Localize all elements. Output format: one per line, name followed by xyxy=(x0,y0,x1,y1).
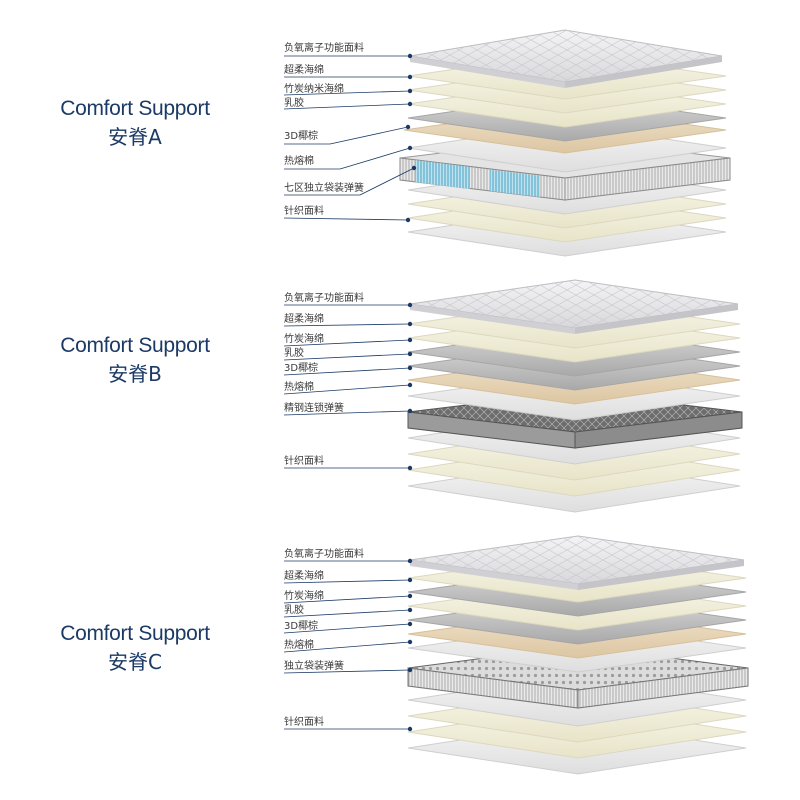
leader-dot xyxy=(408,640,412,644)
layer-stack-b xyxy=(408,280,742,512)
leader-dot xyxy=(408,102,412,106)
leader-dot xyxy=(408,383,412,387)
leader-dot xyxy=(408,668,412,672)
leader-dot xyxy=(408,352,412,356)
leader-dot xyxy=(408,366,412,370)
leader-line xyxy=(284,580,410,583)
layer-stack-a xyxy=(400,30,730,256)
leader-dot xyxy=(408,727,412,731)
leader-line xyxy=(284,340,410,346)
leader-dot xyxy=(408,594,412,598)
leader-dot xyxy=(408,146,412,150)
leader-dot xyxy=(408,338,412,342)
leader-dot xyxy=(412,166,416,170)
leader-line xyxy=(284,368,410,375)
leader-dot xyxy=(406,218,410,222)
leader-dot xyxy=(408,622,412,626)
leader-line xyxy=(284,91,410,95)
leader-dot xyxy=(408,322,412,326)
leader-line xyxy=(284,670,410,673)
leader-lines xyxy=(284,54,416,731)
leader-line xyxy=(284,218,408,220)
leader-dot xyxy=(408,608,412,612)
leader-line xyxy=(284,354,410,360)
leader-dot xyxy=(406,125,410,129)
leader-dot xyxy=(408,409,412,413)
leader-line xyxy=(284,642,410,652)
leader-dot xyxy=(408,75,412,79)
leader-line xyxy=(284,411,410,415)
leader-dot xyxy=(408,89,412,93)
leader-line xyxy=(284,324,410,326)
leader-line xyxy=(330,127,408,144)
leader-line xyxy=(284,610,410,617)
leader-line xyxy=(360,168,414,195)
leader-dot xyxy=(408,578,412,582)
leader-line xyxy=(284,104,410,109)
leader-line xyxy=(284,596,410,603)
leader-dot xyxy=(408,303,412,307)
leader-dot xyxy=(408,54,412,58)
leader-dot xyxy=(408,559,412,563)
leader-line xyxy=(284,624,410,633)
leader-dot xyxy=(408,466,412,470)
leader-line xyxy=(284,385,410,394)
layer-stack-c xyxy=(408,536,748,774)
